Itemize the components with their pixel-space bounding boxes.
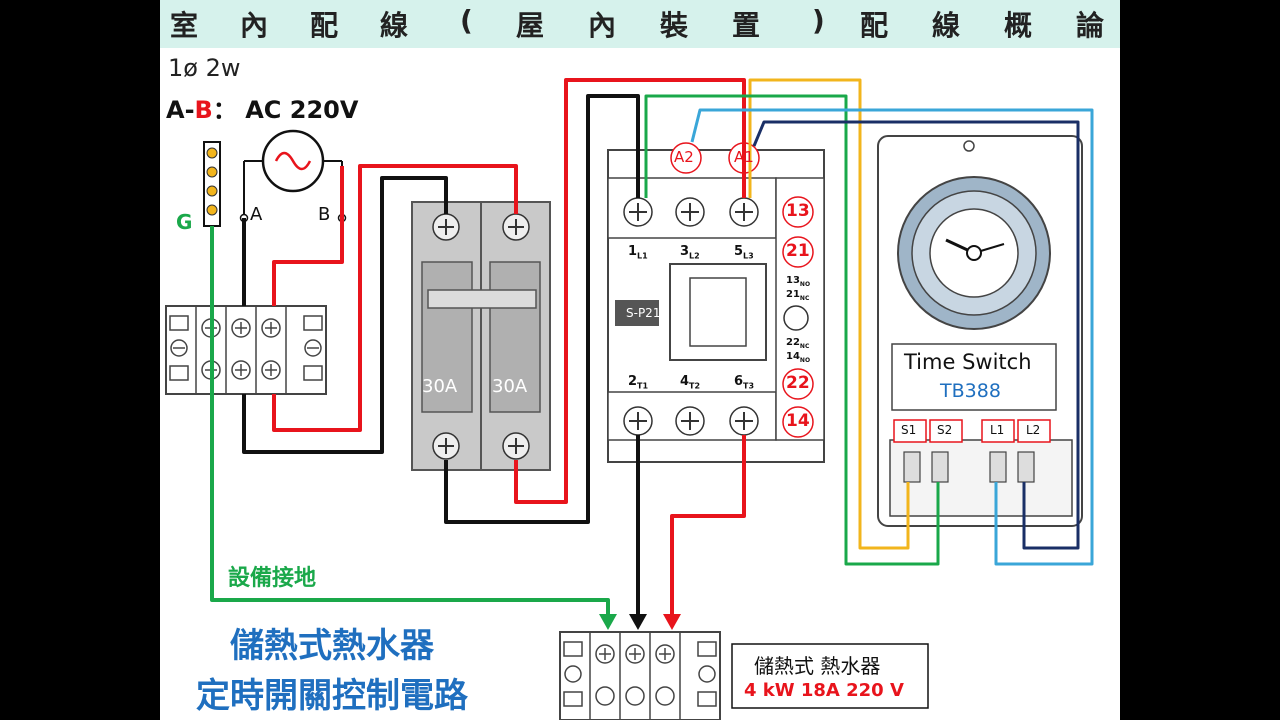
ts-terminal-l1: L1 <box>990 423 1005 437</box>
coil-a2-label: A2 <box>674 148 694 166</box>
title-char: 屋 <box>516 9 545 42</box>
voltage-prefix: A- <box>166 96 195 124</box>
title-char: 配 <box>860 9 889 42</box>
ground-g-label: G <box>176 210 193 234</box>
system-label: 1ø 2w <box>168 54 241 82</box>
terminal-4: 4T2 <box>680 374 701 391</box>
terminal-1: 1L1 <box>628 244 648 261</box>
title-char: 線 <box>932 9 961 42</box>
aux-label-lower: 22NC 14NO <box>786 337 811 365</box>
circuit-breaker <box>411 201 551 471</box>
aux-label-upper: 13NO 21NC <box>786 275 811 303</box>
time-switch-body <box>877 135 1083 527</box>
aux-22: 22 <box>786 373 810 393</box>
breaker-right-rating: 30A <box>492 376 528 397</box>
title-char: 裝 <box>660 9 689 42</box>
time-switch-model: TB388 <box>940 380 1001 402</box>
title-char: 置 <box>732 9 761 42</box>
ground-electrode <box>203 141 221 227</box>
ts-terminal-s2: S2 <box>937 423 953 437</box>
title-bar: 室 內 配 線 ( 屋 內 裝 置 ) 配 線 概 論 <box>160 0 1120 48</box>
circuit-title-line2: 定時開關控制電路 <box>196 676 468 716</box>
voltage-label: A-B： AC 220V <box>166 90 358 125</box>
terminal-a-label: A <box>250 204 263 225</box>
aux-21: 21 <box>786 241 810 261</box>
title-char: 概 <box>1004 9 1033 42</box>
aux-13: 13 <box>786 201 810 221</box>
load-spec: 4 kW 18A 220 V <box>744 680 904 701</box>
ground-label: 設備接地 <box>228 566 317 591</box>
title-char: ) <box>812 4 825 37</box>
time-switch-name: Time Switch <box>904 350 1032 374</box>
circuit-title-line1: 儲熱式熱水器 <box>230 626 434 666</box>
wires <box>210 78 1094 626</box>
terminal-2: 2T1 <box>628 374 649 391</box>
title-char: 內 <box>240 9 269 42</box>
title-char: 配 <box>310 9 339 42</box>
load-name: 儲熱式 熱水器 <box>754 654 881 678</box>
ts-terminal-l2: L2 <box>1026 423 1041 437</box>
coil-a1-label: A1 <box>734 148 754 166</box>
magnetic-contactor <box>607 142 825 463</box>
load-label-box <box>731 643 929 709</box>
slide: 室 內 配 線 ( 屋 內 裝 置 ) 配 線 概 論 <box>160 0 1120 720</box>
source-terminal-block <box>165 305 327 395</box>
terminal-b-label: B <box>318 204 331 225</box>
breaker-left-rating: 30A <box>422 376 458 397</box>
title-char: ( <box>460 4 473 37</box>
title-char: 室 <box>170 9 199 42</box>
load-terminal-block <box>559 631 721 720</box>
title-char: 內 <box>588 9 617 42</box>
terminal-5: 5L3 <box>734 244 754 261</box>
title-char: 線 <box>380 9 409 42</box>
terminal-6: 6T3 <box>734 374 755 391</box>
contactor-model: S-P21 <box>626 306 661 320</box>
voltage-suffix: ： AC 220V <box>212 96 359 124</box>
wiring-diagram <box>165 78 1094 720</box>
title-char: 論 <box>1076 9 1105 42</box>
aux-14: 14 <box>786 411 810 431</box>
arrows <box>599 614 681 630</box>
terminal-3: 3L2 <box>680 244 700 261</box>
ts-terminal-s1: S1 <box>901 423 917 437</box>
voltage-phase-b: B <box>194 96 213 124</box>
